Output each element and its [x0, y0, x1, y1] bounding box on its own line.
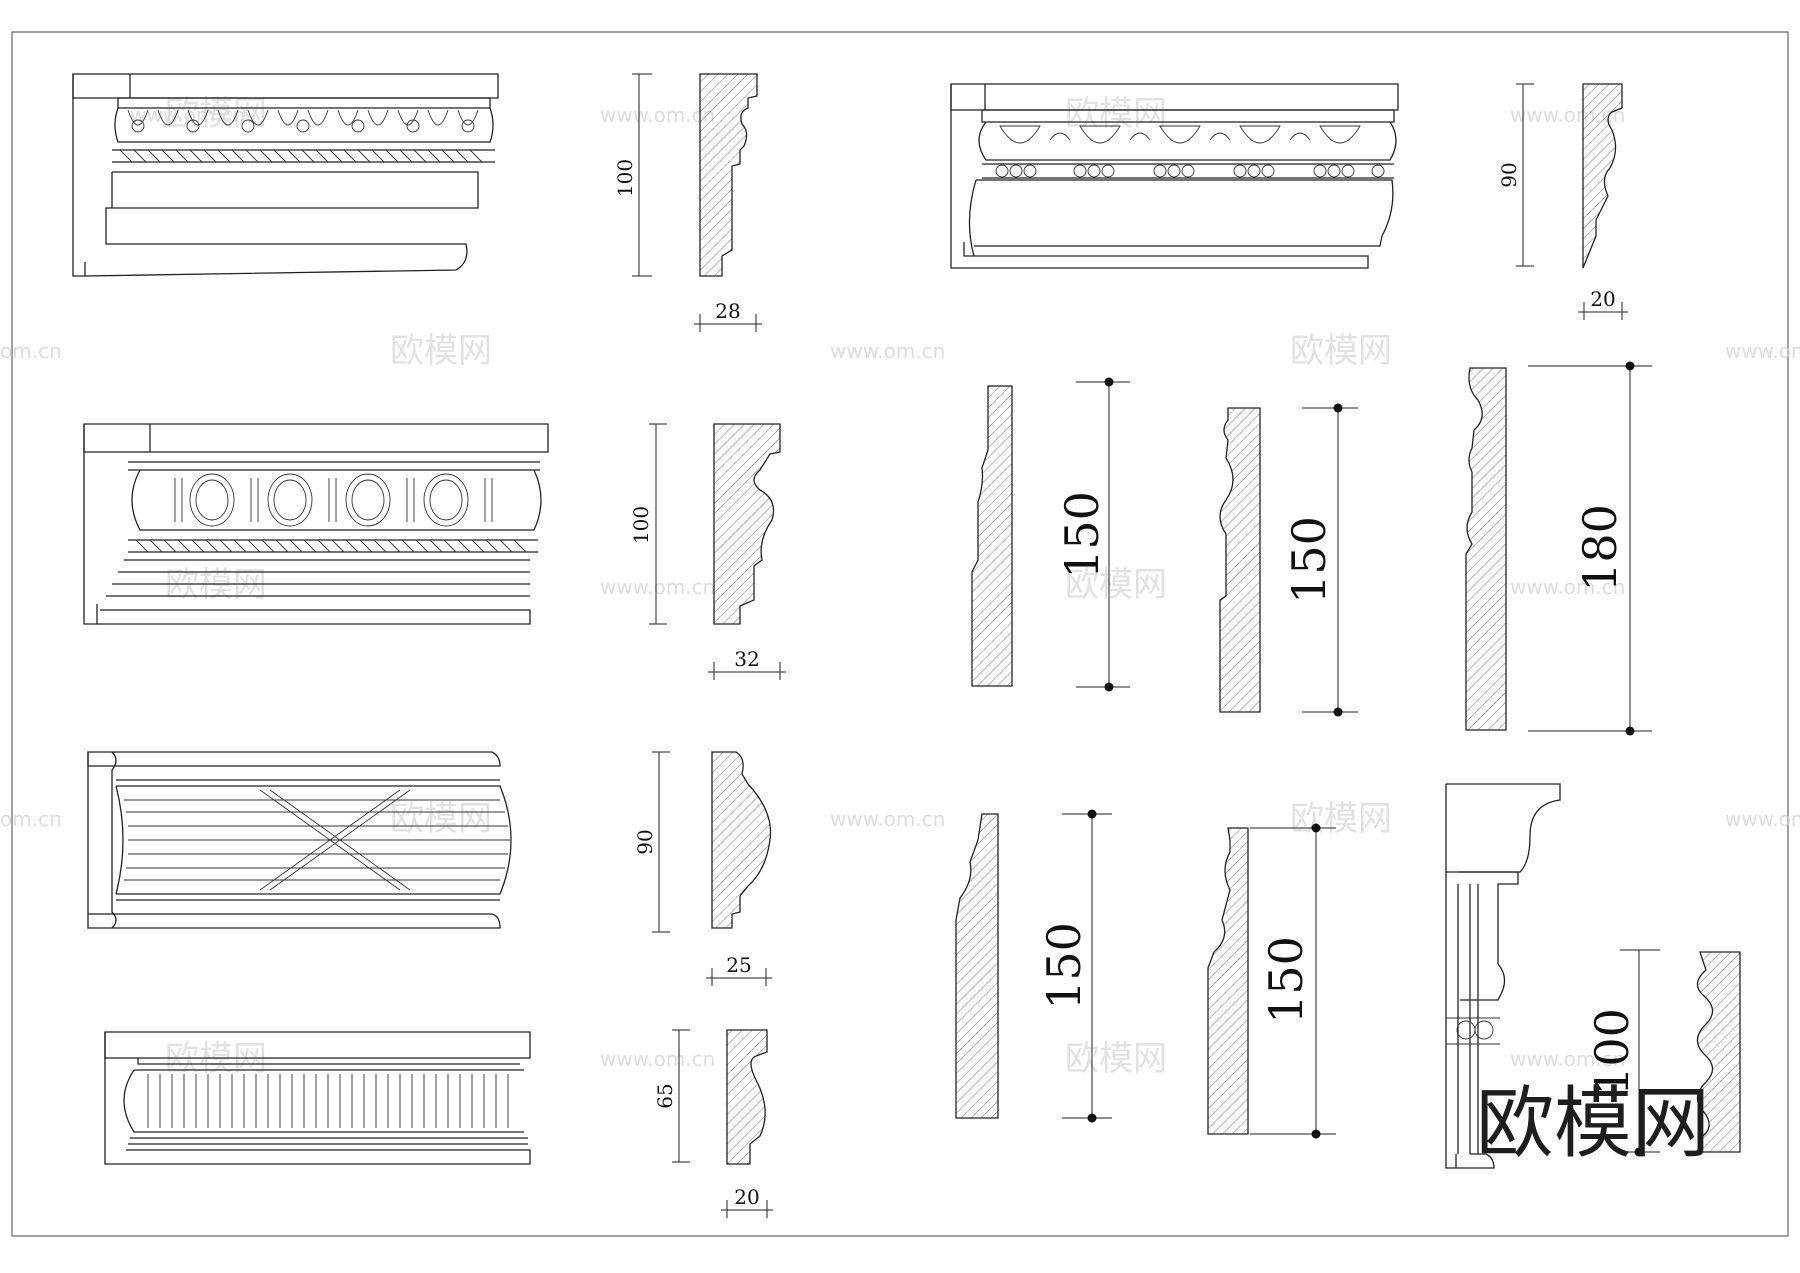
watermark-cn: 欧模网: [165, 94, 267, 134]
moulding-3-elevation: [87, 751, 512, 929]
dim-label: 32: [734, 647, 759, 671]
moulding-4-profile: 65 20: [653, 1029, 773, 1218]
moulding-2-elevation: [83, 423, 549, 625]
dim-label: 25: [726, 953, 751, 977]
watermark-cn: 欧模网: [390, 331, 492, 371]
watermark-url: www.om.cn: [830, 807, 945, 831]
dim-label: 28: [715, 299, 740, 323]
dim-label: 90: [633, 829, 657, 854]
dim-label: 100: [629, 506, 653, 544]
watermark-url: www.om.cn: [830, 339, 945, 363]
moulding-2-profile: 100 32: [629, 423, 786, 680]
carved-profile: 100: [1585, 949, 1741, 1157]
watermark-url: www.om.cn: [600, 1047, 715, 1071]
moulding-5-elevation: [950, 83, 1399, 269]
watermark-cn: 欧模网: [1290, 331, 1392, 371]
moulding-4-elevation: [104, 1031, 531, 1165]
watermark-url: www.om.cn: [600, 575, 715, 599]
watermark-url: www.om.cn: [1725, 339, 1800, 363]
dim-label: 90: [1497, 162, 1521, 187]
dim-label: 150: [1259, 936, 1313, 1024]
watermark-cn: 欧模网: [390, 799, 492, 839]
watermark-url: www.om.cn: [1510, 575, 1625, 599]
baseboard-1-profile: 150: [971, 377, 1130, 692]
moulding-1-profile: 100 28: [613, 73, 762, 332]
baseboard-3-profile: 180: [1465, 361, 1652, 736]
dim-label: 20: [1590, 287, 1615, 311]
watermark-cn: 欧模网: [1065, 1039, 1167, 1079]
watermark-url: om.cn: [0, 339, 62, 363]
moulding-5-profile: 90 20: [1497, 83, 1628, 320]
dim-label: 150: [1037, 922, 1091, 1010]
brand-watermark: 欧模网: [1476, 1079, 1710, 1169]
watermark-url: www.om.cn: [1725, 807, 1800, 831]
column-elevation: [1445, 783, 1561, 1169]
watermark-layer: www.om.cn 欧模网 www.om.cn 欧模网 www.om.cn om…: [0, 94, 1800, 1079]
watermark-cn: 欧模网: [1065, 565, 1167, 605]
dim-label: 65: [653, 1083, 677, 1108]
dim-label: 100: [613, 159, 637, 197]
watermark-cn: 欧模网: [165, 1039, 267, 1079]
watermark-url: www.om.cn: [1510, 1047, 1625, 1071]
watermark-url: www.om.cn: [600, 103, 715, 127]
dim-label: 180: [1573, 504, 1627, 592]
baseboard-5-profile: 150: [1207, 823, 1336, 1139]
dim-label: 100: [1585, 1008, 1639, 1096]
dim-label: 150: [1282, 516, 1336, 604]
baseboard-2-profile: 150: [1219, 403, 1358, 717]
sheet-border: [11, 31, 1789, 1237]
dim-label: 20: [734, 1185, 759, 1209]
watermark-cn: 欧模网: [165, 565, 267, 605]
moulding-1-elevation: [72, 73, 499, 277]
watermark-cn: 欧模网: [1290, 799, 1392, 839]
baseboard-4-profile: 150: [955, 809, 1112, 1123]
watermark-url: om.cn: [0, 807, 62, 831]
moulding-3-profile: 90 25: [633, 751, 772, 986]
dim-label: 150: [1055, 491, 1109, 579]
watermark-cn: 欧模网: [1065, 94, 1167, 134]
